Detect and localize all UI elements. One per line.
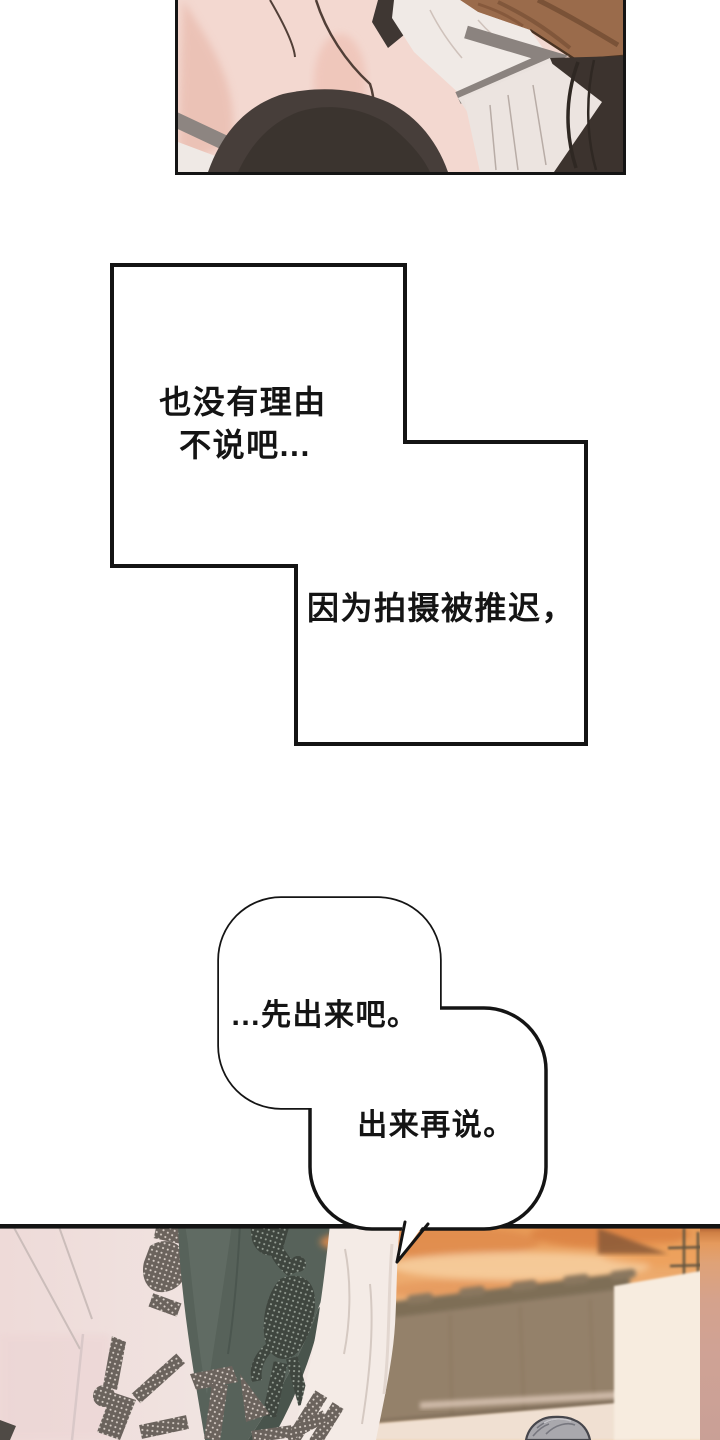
white-garment [290,1224,400,1440]
top-panel [175,0,626,175]
speech-bubble [217,896,548,1264]
bubble-text-line1: ...先出来吧。 [231,999,419,1032]
halftone-print-left [93,1224,231,1440]
narration-text-line1: 也没有理由 [159,384,327,420]
halftone-print-glyphs [190,1366,344,1440]
bottom-panel-artwork [0,1224,720,1440]
bubble-text-line2: 出来再说。 [357,1109,515,1142]
top-panel-artwork [178,0,623,172]
rooftop-antenna [667,1228,707,1286]
halftone-print-figure [250,1224,316,1418]
foreground-wall [614,1270,706,1440]
tiled-roof [374,1268,637,1424]
narration-text-line2: 不说吧... [179,427,311,463]
bottom-panel [0,1224,720,1440]
grey-haired-head [524,1415,592,1440]
narration-box-outline [110,263,588,746]
narration-text-line3: 因为拍摄被推迟， [306,590,576,626]
distant-roof [598,1228,668,1254]
right-edge-strip [700,1224,720,1440]
narration-box [110,263,588,746]
